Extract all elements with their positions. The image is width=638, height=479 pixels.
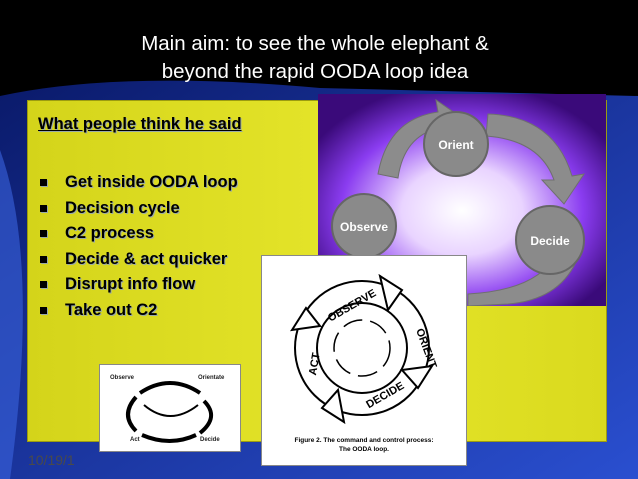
bullet-marker [40, 179, 47, 186]
orient-label: Orient [438, 138, 473, 152]
footer-date: 10/19/1 [28, 452, 75, 468]
slide-title: Main aim: to see the whole elephant & be… [60, 30, 570, 86]
ooda-loop-small-image: Observe Orientate Act Decide [100, 365, 240, 451]
orientate-small-label: Orientate [198, 375, 224, 381]
bullet-text: C2 process [65, 224, 154, 243]
decide-node: Decide [516, 206, 584, 274]
bullet-item: Decision cycle [40, 196, 238, 222]
bullet-item: Decide & act quicker [40, 247, 238, 273]
figure-caption-line-1: Figure 2. The command and control proces… [262, 436, 466, 445]
bullet-marker [40, 230, 47, 237]
panel-heading: What people think he said [38, 115, 242, 134]
bullet-item: Disrupt info flow [40, 272, 238, 298]
ooda-loop-figure: OBSERVE ORIENT DECIDE ACT Figure 2. The … [262, 256, 466, 465]
bullet-marker [40, 307, 47, 314]
decide-label: Decide [530, 234, 570, 248]
slide-title-line-1: Main aim: to see the whole elephant & [60, 30, 570, 58]
observe-small-label: Observe [110, 375, 134, 381]
bullet-marker [40, 256, 47, 263]
bullet-marker [40, 205, 47, 212]
slide-title-line-2: beyond the rapid OODA loop idea [60, 58, 570, 86]
act-small-label: Act [130, 437, 140, 443]
bullet-text: Take out C2 [65, 301, 157, 320]
ooda-loop-diagram: OBSERVE ORIENT DECIDE ACT [262, 256, 466, 434]
bullet-marker [40, 281, 47, 288]
observe-node: Observe [332, 194, 396, 258]
bullet-list: Get inside OODA loop Decision cycle C2 p… [40, 170, 238, 323]
bullet-item: C2 process [40, 221, 238, 247]
figure-caption: Figure 2. The command and control proces… [262, 436, 466, 454]
orient-node: Orient [424, 112, 488, 176]
bullet-text: Get inside OODA loop [65, 173, 238, 192]
bullet-item: Take out C2 [40, 298, 238, 324]
bullet-text: Decide & act quicker [65, 250, 227, 269]
decide-small-label: Decide [200, 437, 220, 443]
figure-caption-line-2: The OODA loop. [262, 445, 466, 454]
bullet-text: Disrupt info flow [65, 275, 195, 294]
bullet-item: Get inside OODA loop [40, 170, 238, 196]
bullet-text: Decision cycle [65, 199, 180, 218]
observe-label: Observe [340, 220, 388, 234]
